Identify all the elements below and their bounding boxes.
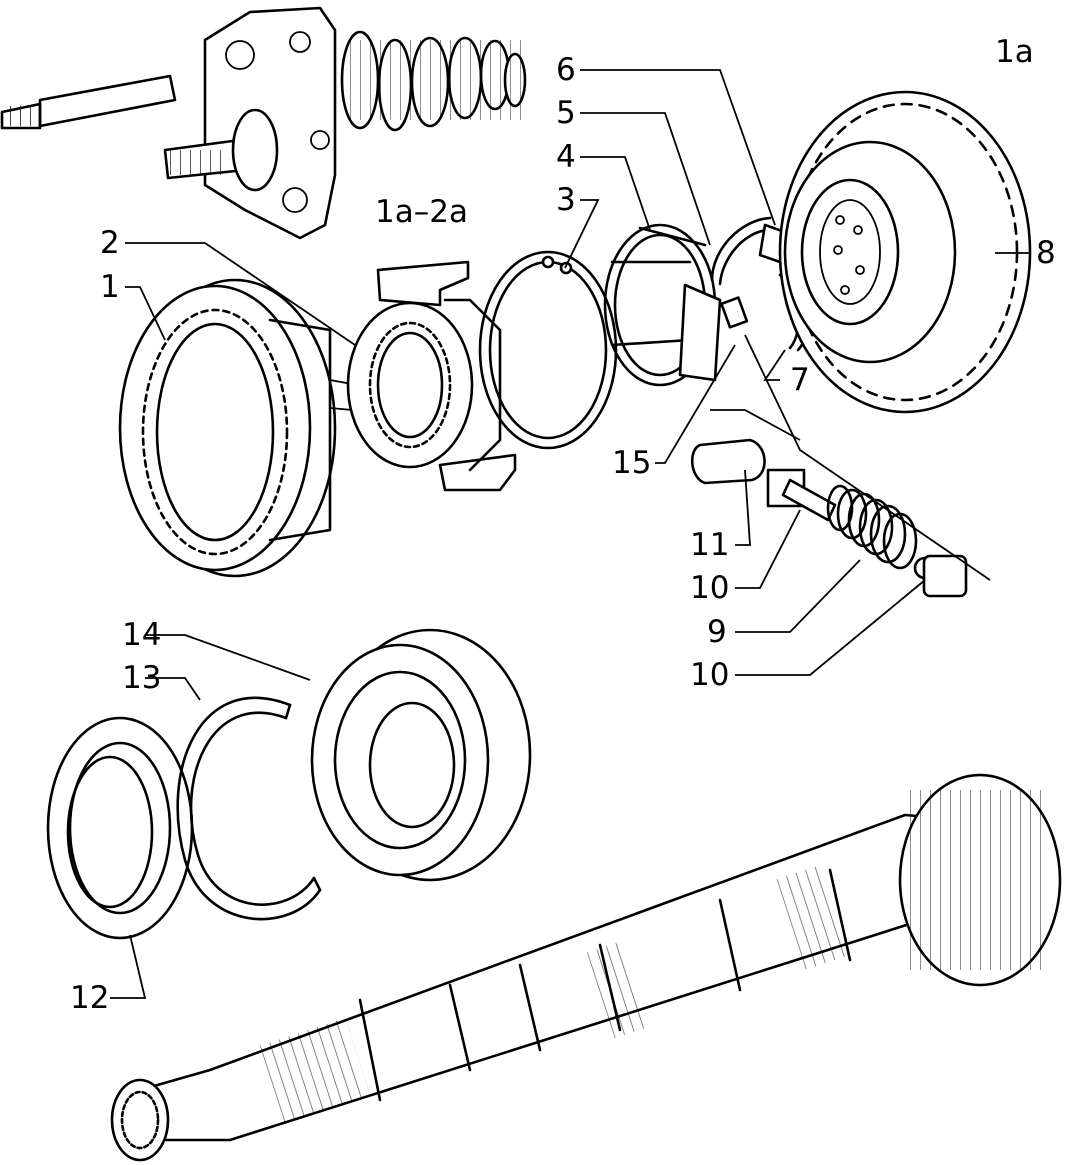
part-3-circlip — [478, 250, 618, 450]
part-1-sleeve — [118, 278, 353, 578]
callout-12: 12 — [70, 980, 109, 1016]
callout-8: 8 — [1036, 235, 1056, 271]
callout-9: 9 — [707, 614, 727, 650]
part-13-snap-ring — [176, 696, 322, 921]
part-14-bearing — [310, 628, 532, 882]
part-9-10-spring-assembly — [766, 468, 968, 598]
callout-10-top: 10 — [690, 570, 729, 606]
callout-3: 3 — [556, 182, 576, 218]
part-8-gear — [778, 90, 1032, 414]
callout-5: 5 — [556, 95, 576, 131]
main-shaft — [110, 773, 1062, 1162]
callout-11: 11 — [690, 527, 729, 563]
part-2-hub — [346, 260, 517, 492]
inset-label: 1a–2a — [375, 194, 468, 230]
callout-6: 6 — [556, 52, 576, 88]
part-4-synchro-ring — [603, 223, 722, 387]
part-5-6-ring-segments — [710, 216, 787, 329]
diagram-title: 1a — [995, 34, 1034, 70]
callout-1: 1 — [100, 269, 120, 305]
callout-7: 7 — [790, 362, 810, 398]
leader-lines — [110, 69, 1030, 999]
part-12-washer — [46, 716, 194, 940]
callouts: 6 5 4 3 2 1 8 7 15 11 10 9 10 14 13 12 — [70, 52, 1056, 1016]
callout-13: 13 — [122, 660, 161, 696]
callout-2: 2 — [100, 225, 120, 261]
part-11-key — [691, 438, 766, 485]
callout-15: 15 — [612, 445, 651, 481]
gearbox-assembly-inset — [0, 6, 527, 240]
callout-10-bottom: 10 — [690, 657, 729, 693]
callout-14: 14 — [122, 617, 161, 653]
callout-4: 4 — [556, 139, 576, 175]
